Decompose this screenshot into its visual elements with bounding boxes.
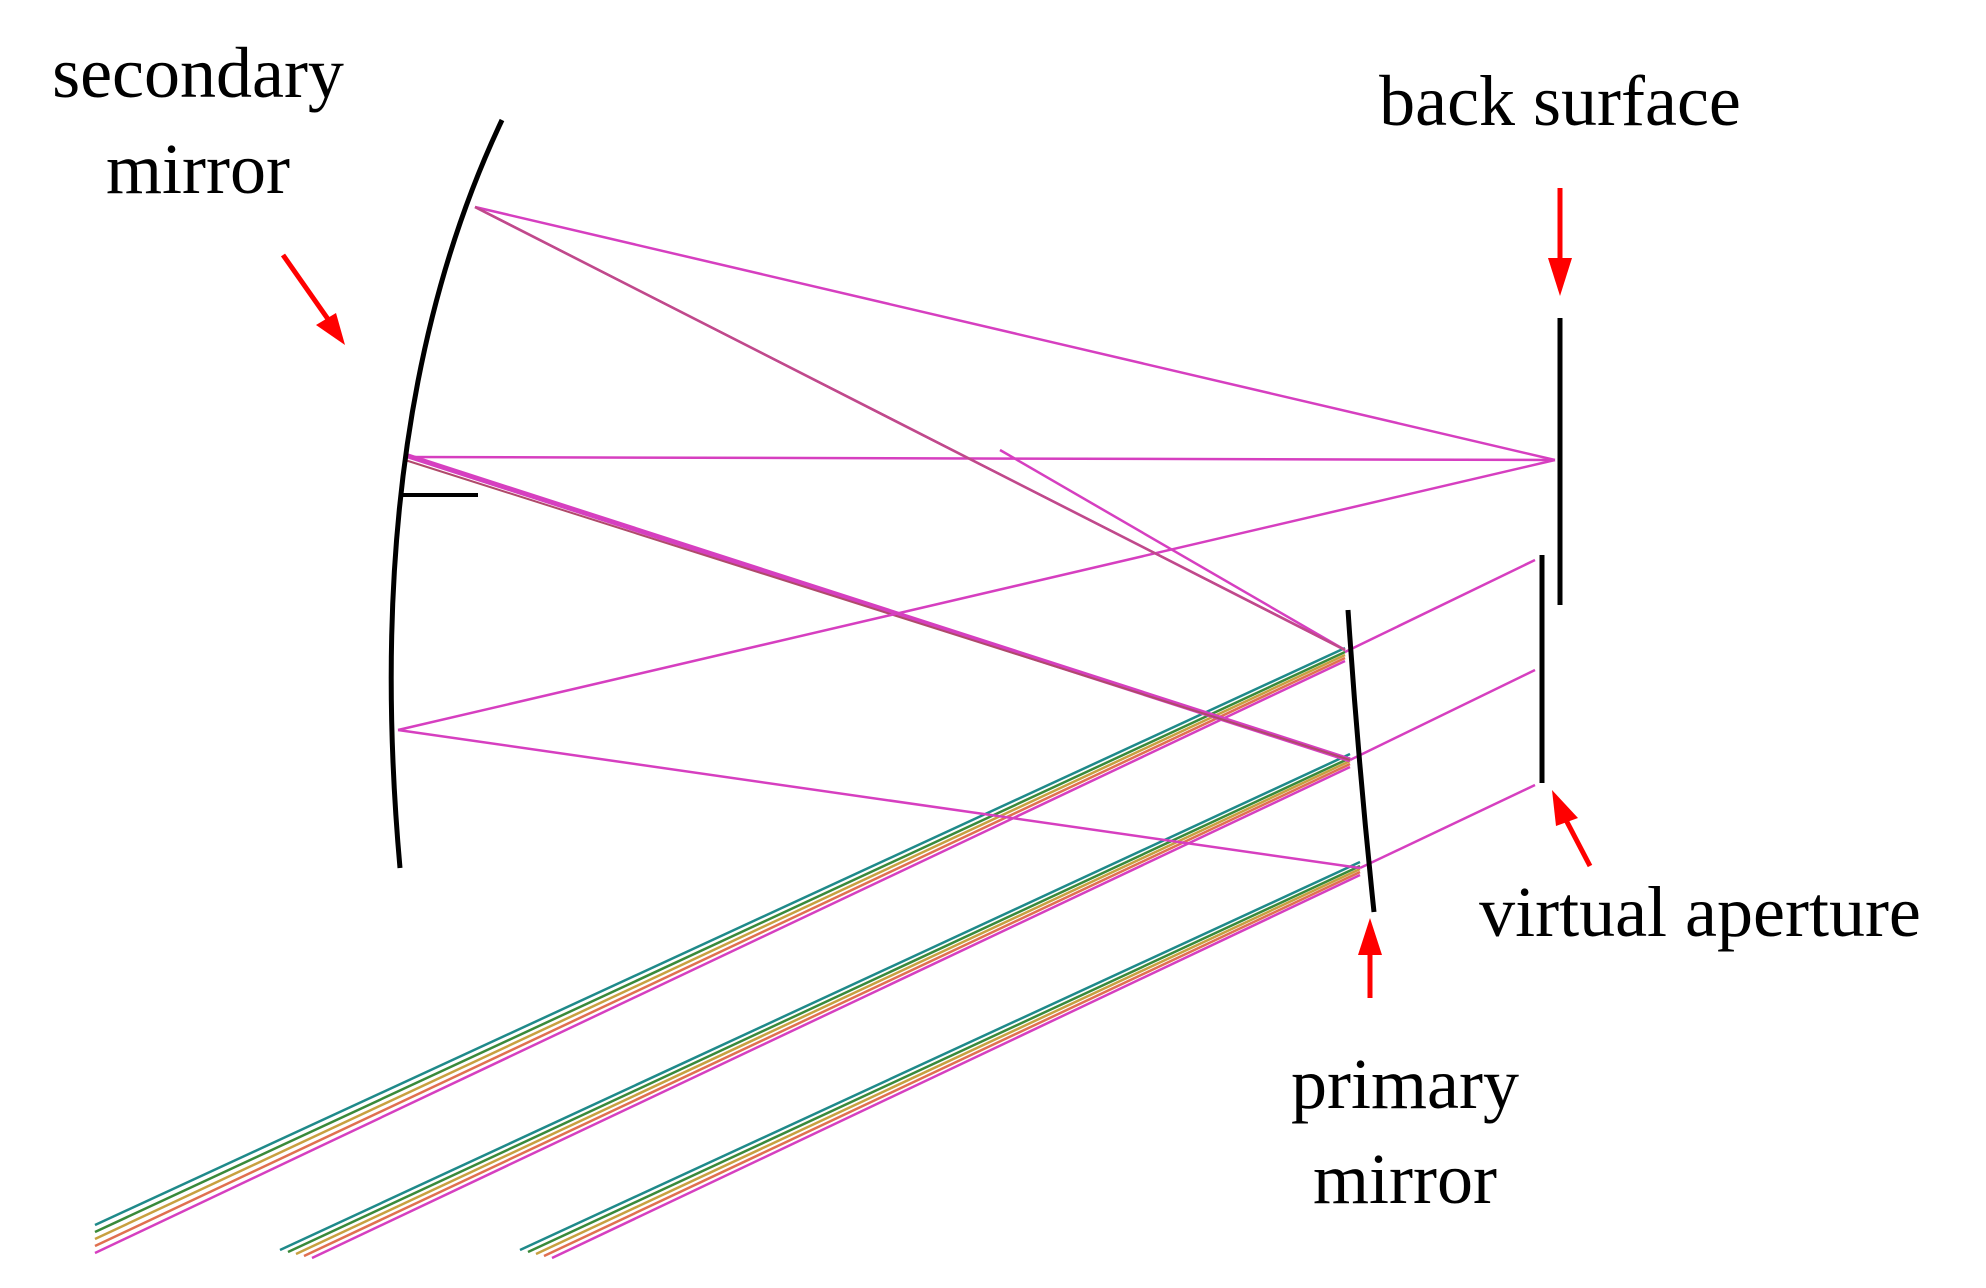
secondary-mirror bbox=[388, 118, 505, 869]
virtual-aperture-label: virtual aperture bbox=[1479, 872, 1921, 952]
rays-to-virtual-aperture bbox=[1344, 558, 1536, 870]
secondary-mirror-label-line1: secondary bbox=[52, 33, 344, 113]
primary-mirror-label-line1: primary bbox=[1291, 1044, 1519, 1124]
rays-secondary-to-back-surface bbox=[397, 205, 1556, 732]
incoming-ray-bundle-middle bbox=[279, 752, 1351, 1260]
primary-mirror-label-line2: mirror bbox=[1313, 1139, 1497, 1219]
arrow-to-primary-mirror bbox=[1358, 918, 1382, 998]
back-surface-label: back surface bbox=[1379, 61, 1741, 141]
secondary-mirror-label-line2: mirror bbox=[106, 129, 290, 209]
incoming-ray-bundle-bottom bbox=[519, 860, 1361, 1260]
rays-primary-to-secondary bbox=[397, 205, 1361, 870]
arrow-to-back-surface bbox=[1548, 188, 1572, 296]
incoming-ray-bundle-top bbox=[94, 646, 1346, 1255]
primary-mirror bbox=[1345, 609, 1377, 913]
arrow-to-virtual-aperture bbox=[1552, 790, 1593, 868]
arrow-to-secondary-mirror bbox=[280, 253, 345, 345]
ray-secondary-to-primary-cross bbox=[474, 205, 1346, 652]
